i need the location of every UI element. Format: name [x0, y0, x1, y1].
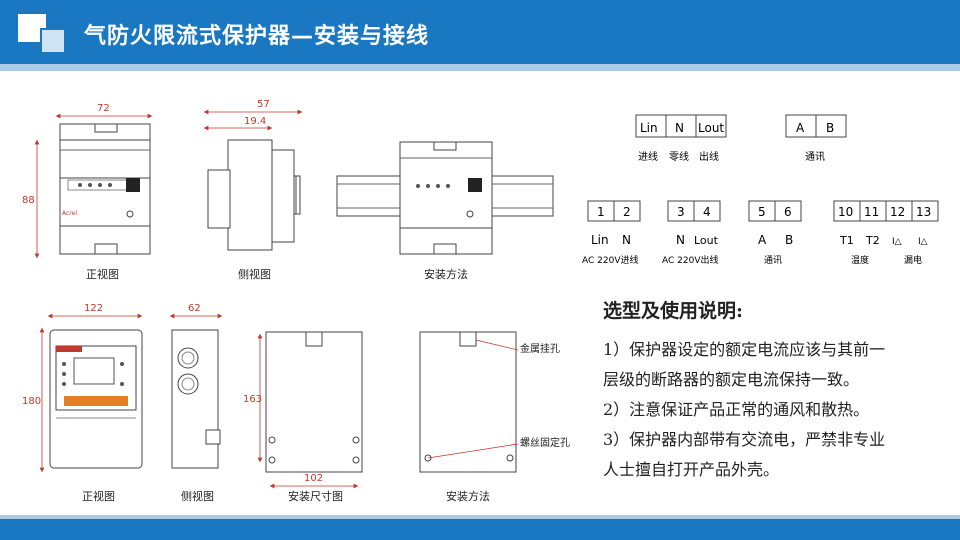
- label-screw: 螺丝固定孔: [520, 436, 570, 449]
- dim-width-122: 122: [47, 303, 143, 319]
- svg-text:62: 62: [188, 303, 201, 314]
- top-side-view: [207, 139, 301, 251]
- svg-text:出线: 出线: [699, 150, 719, 163]
- dim-height-163: 163: [243, 333, 263, 463]
- terminal-block-comm: A B 通讯: [785, 114, 847, 163]
- page-title: 气防火限流式保护器—安装与接线: [84, 24, 430, 49]
- svg-text:10: 10: [838, 205, 853, 219]
- svg-text:12: 12: [890, 205, 905, 219]
- svg-text:B: B: [826, 121, 834, 135]
- svg-text:T2: T2: [865, 234, 880, 247]
- svg-text:2: 2: [623, 205, 631, 219]
- svg-text:I△: I△: [918, 237, 928, 247]
- header-bar: [0, 0, 960, 71]
- svg-text:通讯: 通讯: [764, 255, 782, 266]
- caption-top-front: 正视图: [86, 267, 119, 281]
- svg-text:4: 4: [703, 205, 711, 219]
- terminal-group-3-4: 3 4 N Lout AC 220V出线: [662, 200, 721, 266]
- svg-text:N: N: [675, 121, 684, 135]
- bottom-mount-dims-view: [265, 331, 363, 473]
- dim-height-180: 180: [22, 327, 45, 473]
- terminal-block-power: Lin N Lout 进线 零线 出线: [635, 114, 727, 163]
- dim-depth-57: 57 19.4: [203, 99, 303, 131]
- footer-stripe: [0, 515, 960, 519]
- footer-bar: [0, 515, 960, 540]
- caption-bottom-mount: 安装尺寸图: [288, 489, 343, 503]
- svg-text:A: A: [758, 233, 767, 247]
- notes-line: 层级的断路器的额定电流保持一致。: [603, 370, 860, 389]
- top-install-view: [336, 141, 554, 255]
- bottom-front-view: [49, 329, 143, 469]
- svg-text:Lin: Lin: [591, 233, 609, 247]
- notes-line: 3）保护器内部带有交流电，严禁非专业: [603, 430, 886, 449]
- svg-text:122: 122: [84, 303, 103, 314]
- svg-text:5: 5: [758, 205, 766, 219]
- svg-text:1: 1: [597, 205, 605, 219]
- caption-bottom-install: 安装方法: [446, 489, 490, 503]
- svg-text:57: 57: [257, 99, 270, 110]
- label-hook: 金属挂孔: [520, 342, 560, 355]
- terminal-group-1-2: 1 2 Lin N AC 220V进线: [582, 200, 641, 266]
- svg-text:102: 102: [304, 473, 323, 484]
- caption-bottom-side: 侧视图: [181, 489, 214, 503]
- svg-text:T1: T1: [839, 234, 854, 247]
- usage-notes: 选型及使用说明: 1）保护器设定的额定电流应该与其前一 层级的断路器的额定电流保…: [603, 296, 943, 485]
- svg-text:B: B: [785, 233, 793, 247]
- bottom-install-view: [419, 331, 519, 473]
- svg-text:温度: 温度: [851, 254, 869, 266]
- svg-text:163: 163: [243, 394, 262, 405]
- svg-text:Lout: Lout: [694, 234, 719, 247]
- svg-text:19.4: 19.4: [244, 116, 266, 127]
- terminal-group-10-13: 10 11 12 13 T1 T2 I△ I△ 温度 漏电: [833, 200, 939, 266]
- logo-square-accent-icon: [40, 28, 66, 54]
- svg-text:6: 6: [784, 205, 792, 219]
- svg-text:漏电: 漏电: [904, 254, 922, 266]
- svg-text:进线: 进线: [638, 150, 658, 163]
- svg-text:通讯: 通讯: [805, 151, 825, 163]
- svg-text:Lout: Lout: [698, 121, 724, 135]
- svg-text:88: 88: [22, 195, 35, 206]
- svg-text:AC 220V出线: AC 220V出线: [662, 254, 718, 266]
- svg-text:零线: 零线: [669, 150, 689, 163]
- svg-text:72: 72: [97, 103, 110, 114]
- caption-top-side: 侧视图: [238, 267, 271, 281]
- bottom-side-view: [171, 329, 221, 469]
- notes-line: 1）保护器设定的额定电流应该与其前一: [603, 340, 886, 359]
- notes-heading: 选型及使用说明:: [603, 300, 744, 322]
- top-front-view: Acrel: [59, 123, 151, 255]
- svg-text:A: A: [796, 121, 805, 135]
- svg-text:I△: I△: [892, 237, 902, 247]
- svg-text:Acrel: Acrel: [62, 210, 77, 217]
- dim-depth-62: 62: [169, 303, 223, 319]
- notes-line: 2）注意保证产品正常的通风和散热。: [603, 400, 870, 419]
- caption-top-install: 安装方法: [424, 267, 468, 281]
- caption-bottom-front: 正视图: [82, 489, 115, 503]
- notes-line: 人士擅自打开产品外壳。: [603, 460, 780, 479]
- svg-text:13: 13: [916, 205, 931, 219]
- dim-height-88: 88: [22, 139, 40, 259]
- dim-width-72: 72: [55, 103, 153, 119]
- dim-width-102: 102: [269, 473, 359, 489]
- svg-text:N: N: [622, 233, 631, 247]
- svg-text:AC 220V进线: AC 220V进线: [582, 254, 638, 266]
- svg-text:180: 180: [22, 396, 41, 407]
- svg-text:3: 3: [677, 205, 685, 219]
- header-stripe: [0, 64, 960, 71]
- svg-text:N: N: [676, 233, 685, 247]
- svg-text:11: 11: [864, 205, 879, 219]
- svg-text:Lin: Lin: [640, 121, 658, 135]
- terminal-group-5-6: 5 6 A B 通讯: [748, 200, 802, 266]
